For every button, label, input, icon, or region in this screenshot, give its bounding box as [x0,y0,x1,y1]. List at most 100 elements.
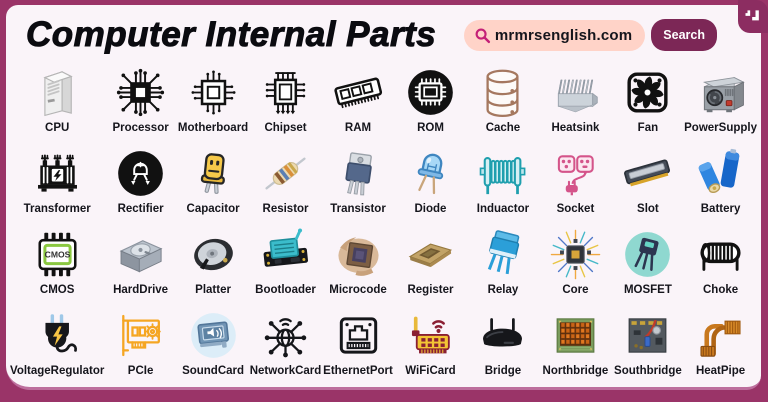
item-label: Core [562,284,589,296]
item-label: SoundCard [182,365,245,377]
network-card-icon [253,306,319,364]
register-chip-icon [397,225,463,283]
grid-item-relay: Relay [467,225,539,306]
item-label: VoltageRegulator [10,365,105,377]
header: Computer Internal Parts mrmrsenglish.com… [6,5,761,63]
item-label: MOSFET [623,284,672,296]
item-label: Transformer [23,203,91,215]
item-label: Cache [485,122,521,134]
grid-item-pcie: PCIe [104,306,176,387]
grid-item-cmos: CMOS CMOS [10,225,104,306]
grid-item-voltageregulator: VoltageRegulator [10,306,104,387]
grid-item-bootloader: Bootloader [249,225,321,306]
item-label: Motherboard [177,122,249,134]
slot-icon [615,144,681,202]
item-label: Battery [700,203,741,215]
rom-chip-icon [397,63,463,121]
grid-item-transistor: Transistor [322,144,394,225]
bootloader-board-icon [253,225,319,283]
grid-item-powersupply: PowerSupply [684,63,757,144]
grid-item-resistor: Resistor [249,144,321,225]
grid-item-wificard: WiFiCard [394,306,466,387]
grid-item-heatsink: Heatsink [539,63,611,144]
sound-card-icon [180,306,246,364]
grid-item-fan: Fan [612,63,684,144]
capacitor-icon [180,144,246,202]
grid-item-southbridge: Southbridge [612,306,684,387]
grid-item-mosfet: MOSFET [612,225,684,306]
battery-icon [688,144,754,202]
search-button[interactable]: Search [651,19,717,51]
grid-item-capacitor: Capacitor [177,144,249,225]
item-label: Southbridge [614,365,682,377]
southbridge-icon [615,306,681,364]
grid-item-soundcard: SoundCard [177,306,249,387]
pcie-card-icon [108,306,174,364]
grid-item-diode: Diode [394,144,466,225]
corner-bracket-icon [743,7,763,27]
grid-item-transformer: Transformer [10,144,104,225]
item-label: CPU [45,122,70,134]
socket-icon [542,144,608,202]
grid-item-networkcard: NetworkCard [249,306,321,387]
item-label: Bridge [484,365,522,377]
northbridge-icon [542,306,608,364]
item-label: EthernetPort [323,365,393,377]
grid-item-choke: Choke [684,225,757,306]
grid-item-rom: ROM [394,63,466,144]
grid-item-bridge: Bridge [467,306,539,387]
item-label: NetworkCard [249,365,322,377]
item-label: Rectifier [117,203,164,215]
relay-icon [470,225,536,283]
grid-item-chipset: Chipset [249,63,321,144]
grid-item-platter: Platter [177,225,249,306]
diode-led-icon [397,144,463,202]
item-label: ROM [417,122,444,134]
power-supply-icon [688,63,754,121]
item-label: CMOS [39,284,75,296]
item-label: Transistor [330,203,386,215]
grid-item-cpu: CPU [10,63,104,144]
inductor-coil-icon [470,144,536,202]
cache-cylinders-icon [470,63,536,121]
grid-item-northbridge: Northbridge [539,306,611,387]
ethernet-port-icon [325,306,391,364]
item-label: Choke [702,284,739,296]
page: Computer Internal Parts mrmrsenglish.com… [6,5,761,390]
transformer-icon [24,144,90,202]
wifi-card-icon [397,306,463,364]
item-label: PowerSupply [684,122,757,134]
item-label: Slot [637,203,659,215]
item-label: Register [407,284,454,296]
item-label: Microcode [329,284,387,296]
platter-icon [180,225,246,283]
choke-coil-icon [688,225,754,283]
search-site-text: mrmrsenglish.com [494,26,633,44]
grid-item-induactor: Induactor [467,144,539,225]
grid-item-motherboard: Motherboard [177,63,249,144]
grid-item-ethernetport: EthernetPort [322,306,394,387]
grid-item-harddrive: HardDrive [104,225,176,306]
item-label: Northbridge [542,365,609,377]
transistor-icon [325,144,391,202]
mosfet-icon [615,225,681,283]
item-label: Heatsink [551,122,600,134]
grid-item-ram: RAM [322,63,394,144]
grid-item-cache: Cache [467,63,539,144]
item-label: Chipset [264,122,307,134]
processor-chip-icon [108,63,174,121]
item-label: Resistor [262,203,309,215]
bridge-router-icon [470,306,536,364]
motherboard-chip-icon [180,63,246,121]
search-bar: mrmrsenglish.com Search [463,19,717,51]
item-label: Induactor [476,203,530,215]
item-label: HeatPipe [695,365,746,377]
ram-stick-icon [325,63,391,121]
item-label: Bootloader [255,284,316,296]
grid-item-core: Core [539,225,611,306]
search-pill[interactable]: mrmrsenglish.com [463,19,646,51]
item-label: Capacitor [186,203,240,215]
grid-item-rectifier: Rectifier [104,144,176,225]
item-label: WiFiCard [405,365,456,377]
